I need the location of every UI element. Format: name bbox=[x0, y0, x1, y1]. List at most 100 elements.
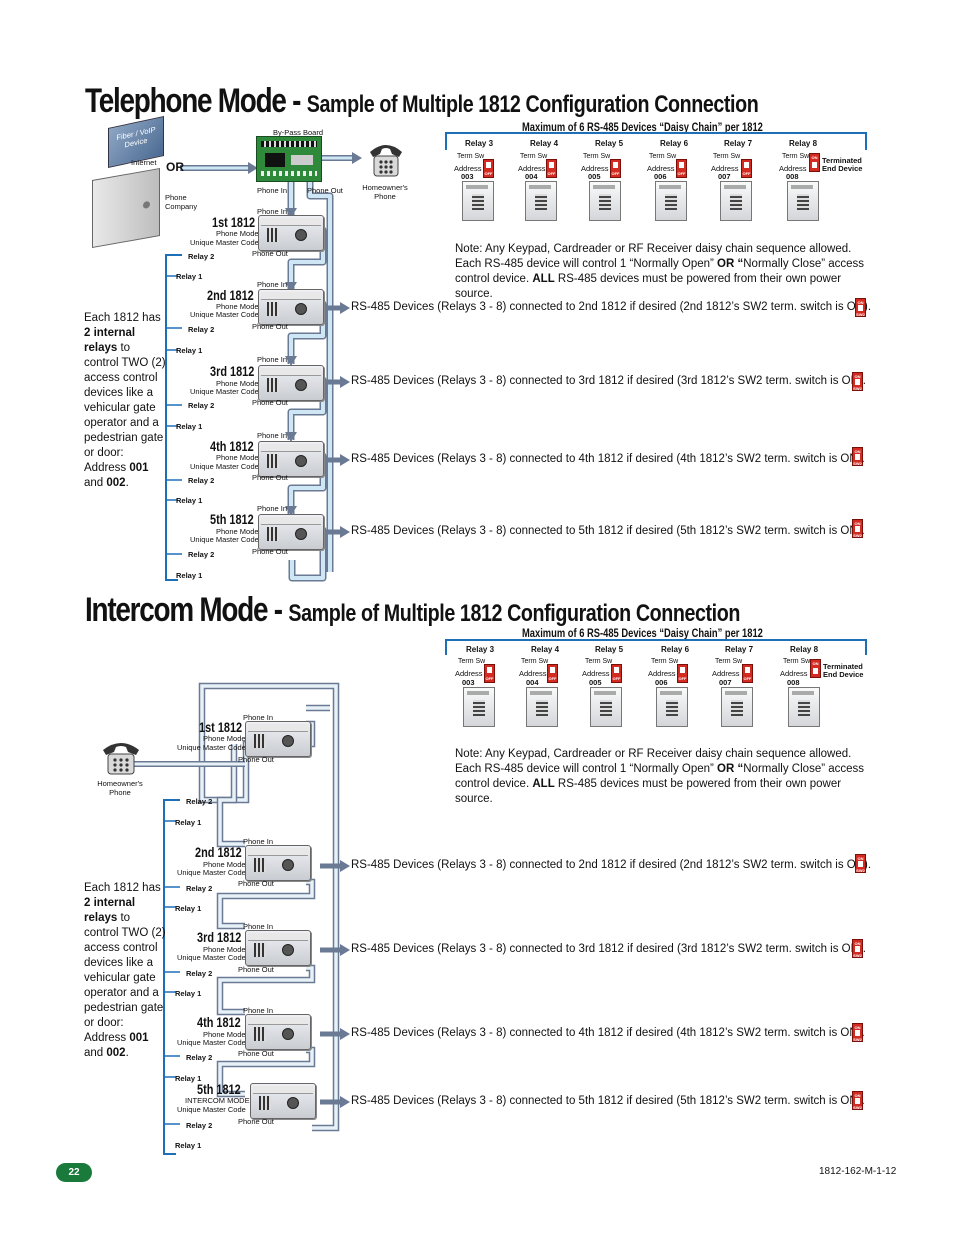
unit-mode: Phone Mode bbox=[216, 302, 259, 311]
unit-1812-icon bbox=[258, 441, 324, 477]
unit-name: 2nd 1812 bbox=[195, 844, 242, 860]
address-value: 003 bbox=[461, 172, 474, 181]
unit-1812-icon bbox=[258, 289, 324, 325]
term-switch-icon: OFF bbox=[611, 664, 622, 683]
address-label: Address bbox=[582, 669, 610, 678]
unit-1812-icon bbox=[258, 215, 324, 251]
unit-1812-icon bbox=[258, 365, 324, 401]
relay-label: Relay 7 bbox=[724, 139, 753, 148]
address-label: Address bbox=[648, 669, 676, 678]
rs485-line: RS-485 Devices (Relays 3 - 8) connected … bbox=[351, 301, 872, 313]
address-label: Address bbox=[454, 164, 482, 173]
unit-code: Unique Master Code bbox=[190, 387, 259, 396]
relay1-label: Relay 1 bbox=[175, 818, 202, 827]
relay-label: Relay 8 bbox=[790, 645, 819, 654]
page-number-badge: 22 bbox=[56, 1163, 92, 1182]
intercom-mode-title: Intercom Mode - Sample of Multiple 1812 … bbox=[85, 591, 740, 630]
keypad-icon bbox=[720, 181, 752, 221]
unit-name: 1st 1812 bbox=[199, 719, 243, 735]
title-main: Intercom Mode - bbox=[85, 591, 283, 629]
unit-name: 5th 1812 bbox=[197, 1081, 241, 1097]
unit-mode: Phone Mode bbox=[216, 527, 259, 536]
unit-code: Unique Master Code bbox=[190, 462, 259, 471]
title-main: Telephone Mode - bbox=[85, 82, 301, 120]
term-switch-icon: ON bbox=[810, 659, 821, 678]
each-1812-text-top: Each 1812 has 2 internal relays to contr… bbox=[84, 312, 166, 489]
address-label: Address bbox=[779, 164, 807, 173]
keypad-icon bbox=[589, 181, 621, 221]
unit-mode: INTERCOM MODE bbox=[185, 1096, 250, 1105]
unit-mode: Phone Mode bbox=[216, 453, 259, 462]
term-sw-label: Term Sw bbox=[651, 658, 679, 665]
relay2-label: Relay 2 bbox=[188, 252, 215, 261]
keypad-icon bbox=[463, 687, 495, 727]
address-value: 004 bbox=[525, 172, 538, 181]
title-sub: Sample of Multiple 1812 Configuration Co… bbox=[306, 91, 759, 118]
phone-in-label: Phone In bbox=[243, 1006, 274, 1015]
term-switch-icon: OFF bbox=[546, 159, 557, 178]
document-code: 1812-162-M-1-12 bbox=[819, 1166, 897, 1177]
relay-label: Relay 3 bbox=[465, 139, 494, 148]
internet-label: Internet bbox=[131, 158, 157, 167]
term-switch-icon: OFF bbox=[677, 664, 688, 683]
unit-name: 5th 1812 bbox=[210, 511, 254, 527]
term-switch-icon: OFF bbox=[483, 159, 494, 178]
unit-1812-icon bbox=[245, 845, 311, 881]
unit-name: 2nd 1812 bbox=[207, 287, 254, 303]
term-sw-label: Term Sw bbox=[521, 658, 549, 665]
homeowner-phone-icon bbox=[366, 140, 406, 180]
telephone-mode-title: Telephone Mode - Sample of Multiple 1812… bbox=[85, 82, 759, 121]
unit-code: Unique Master Code bbox=[177, 1038, 246, 1047]
relay-label: Relay 3 bbox=[466, 645, 495, 654]
phone-in-label: Phone In bbox=[243, 922, 274, 931]
unit-1812-icon bbox=[245, 1014, 311, 1050]
relay2-label: Relay 2 bbox=[188, 325, 215, 334]
address-value: 004 bbox=[526, 678, 539, 687]
term-sw-label: Term Sw bbox=[713, 153, 741, 160]
address-value: 008 bbox=[786, 172, 799, 181]
unit-1812-icon bbox=[250, 1083, 316, 1119]
relay-label: Relay 5 bbox=[595, 645, 624, 654]
unit-name: 3rd 1812 bbox=[197, 929, 242, 945]
address-value: 007 bbox=[719, 678, 732, 687]
phone-in-label: Phone In bbox=[243, 713, 274, 722]
bypass-phone-in: Phone In bbox=[257, 186, 288, 195]
term-sw-label: Term Sw bbox=[583, 153, 611, 160]
unit-mode: Phone Mode bbox=[203, 860, 246, 869]
rs485-line: RS-485 Devices (Relays 3 - 8) connected … bbox=[351, 453, 865, 465]
title-sub: Sample of Multiple 1812 Configuration Co… bbox=[288, 600, 740, 627]
relay2-label: Relay 2 bbox=[186, 884, 213, 893]
relay1-label: Relay 1 bbox=[175, 1141, 202, 1150]
unit-name: 4th 1812 bbox=[210, 438, 254, 454]
term-sw-label: Term Sw bbox=[457, 153, 485, 160]
keypad-icon bbox=[525, 181, 557, 221]
address-label: Address bbox=[581, 164, 609, 173]
keypad-icon bbox=[526, 687, 558, 727]
unit-mode: Phone Mode bbox=[216, 379, 259, 388]
homeowner-phone-icon bbox=[99, 738, 143, 778]
relay2-label: Relay 2 bbox=[186, 797, 213, 806]
phone-out-label: Phone Out bbox=[252, 249, 288, 258]
phone-out-label: Phone Out bbox=[238, 1049, 274, 1058]
phone-in-label: Phone In bbox=[257, 504, 288, 513]
phone-in-label: Phone In bbox=[257, 207, 288, 216]
unit-mode: Phone Mode bbox=[203, 945, 246, 954]
relay-label: Relay 4 bbox=[530, 139, 559, 148]
address-value: 008 bbox=[787, 678, 800, 687]
relay1-label: Relay 1 bbox=[176, 571, 203, 580]
relay2-label: Relay 2 bbox=[186, 1053, 213, 1062]
unit-1812-icon bbox=[245, 721, 311, 757]
address-value: 007 bbox=[718, 172, 731, 181]
term-sw-label: Term Sw bbox=[458, 658, 486, 665]
phone-out-label: Phone Out bbox=[238, 879, 274, 888]
